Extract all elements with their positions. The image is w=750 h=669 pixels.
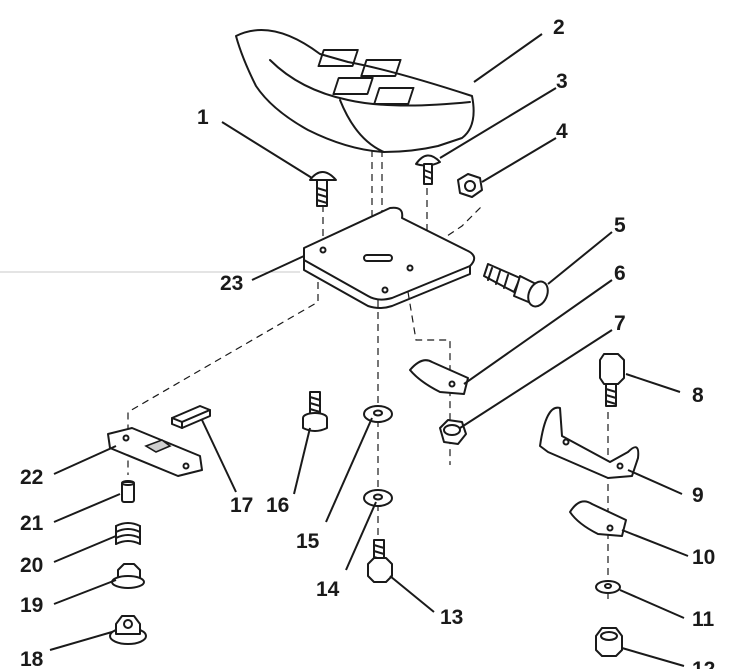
bracket-part-9 (539, 406, 640, 479)
callout-23: 23 (220, 272, 243, 295)
flange-nut-part-18 (109, 615, 147, 645)
callout-17: 17 (230, 494, 253, 517)
callout-12: 12 (692, 658, 715, 669)
callout-14: 14 (316, 578, 340, 601)
callout-9: 9 (692, 484, 704, 507)
leader-lines (49, 33, 689, 667)
washer-part-11 (595, 580, 621, 594)
hex-bolt-part-8 (599, 353, 625, 407)
callout-10: 10 (692, 546, 715, 569)
callout-15: 15 (296, 530, 320, 553)
callout-20: 20 (20, 554, 43, 577)
hex-bolt-part-13 (367, 539, 393, 583)
nut-part-4 (457, 173, 483, 198)
nut-part-12 (595, 627, 623, 657)
callout-13: 13 (440, 606, 463, 629)
callout-16: 16 (266, 494, 289, 517)
seat-part (235, 29, 475, 153)
callout-21: 21 (20, 512, 44, 535)
spring-part-20 (115, 522, 141, 545)
flange-nut-part-19 (111, 563, 145, 589)
latch-plate-part-22 (107, 427, 203, 477)
callout-3: 3 (556, 70, 568, 93)
callout-18: 18 (20, 648, 44, 669)
carriage-bolt-part (309, 171, 337, 207)
washer-part-14 (363, 489, 393, 507)
bent-bracket-part-6 (409, 359, 469, 395)
callout-22: 22 (20, 466, 43, 489)
callout-5: 5 (614, 214, 626, 237)
lock-nut-part-7 (439, 419, 467, 445)
callout-2: 2 (553, 16, 565, 39)
callout-1: 1 (197, 106, 209, 129)
washer-part-15 (363, 405, 393, 423)
round-head-screw-part (415, 154, 441, 185)
callout-8: 8 (692, 384, 704, 407)
shoulder-bolt-part (483, 263, 549, 308)
pin-part-21 (121, 480, 135, 503)
callout-19: 19 (20, 594, 43, 617)
callout-4: 4 (556, 120, 568, 143)
clip-part-10 (569, 500, 627, 537)
callout-labels: 1 2 3 4 5 6 7 8 9 10 11 12 13 14 15 16 1… (20, 16, 715, 669)
callout-11: 11 (692, 608, 715, 631)
block-part-17 (171, 405, 211, 429)
seat-bracket-part (303, 206, 476, 309)
callout-7: 7 (614, 312, 626, 335)
flange-bolt-part-16 (302, 391, 328, 432)
callout-6: 6 (614, 262, 626, 285)
